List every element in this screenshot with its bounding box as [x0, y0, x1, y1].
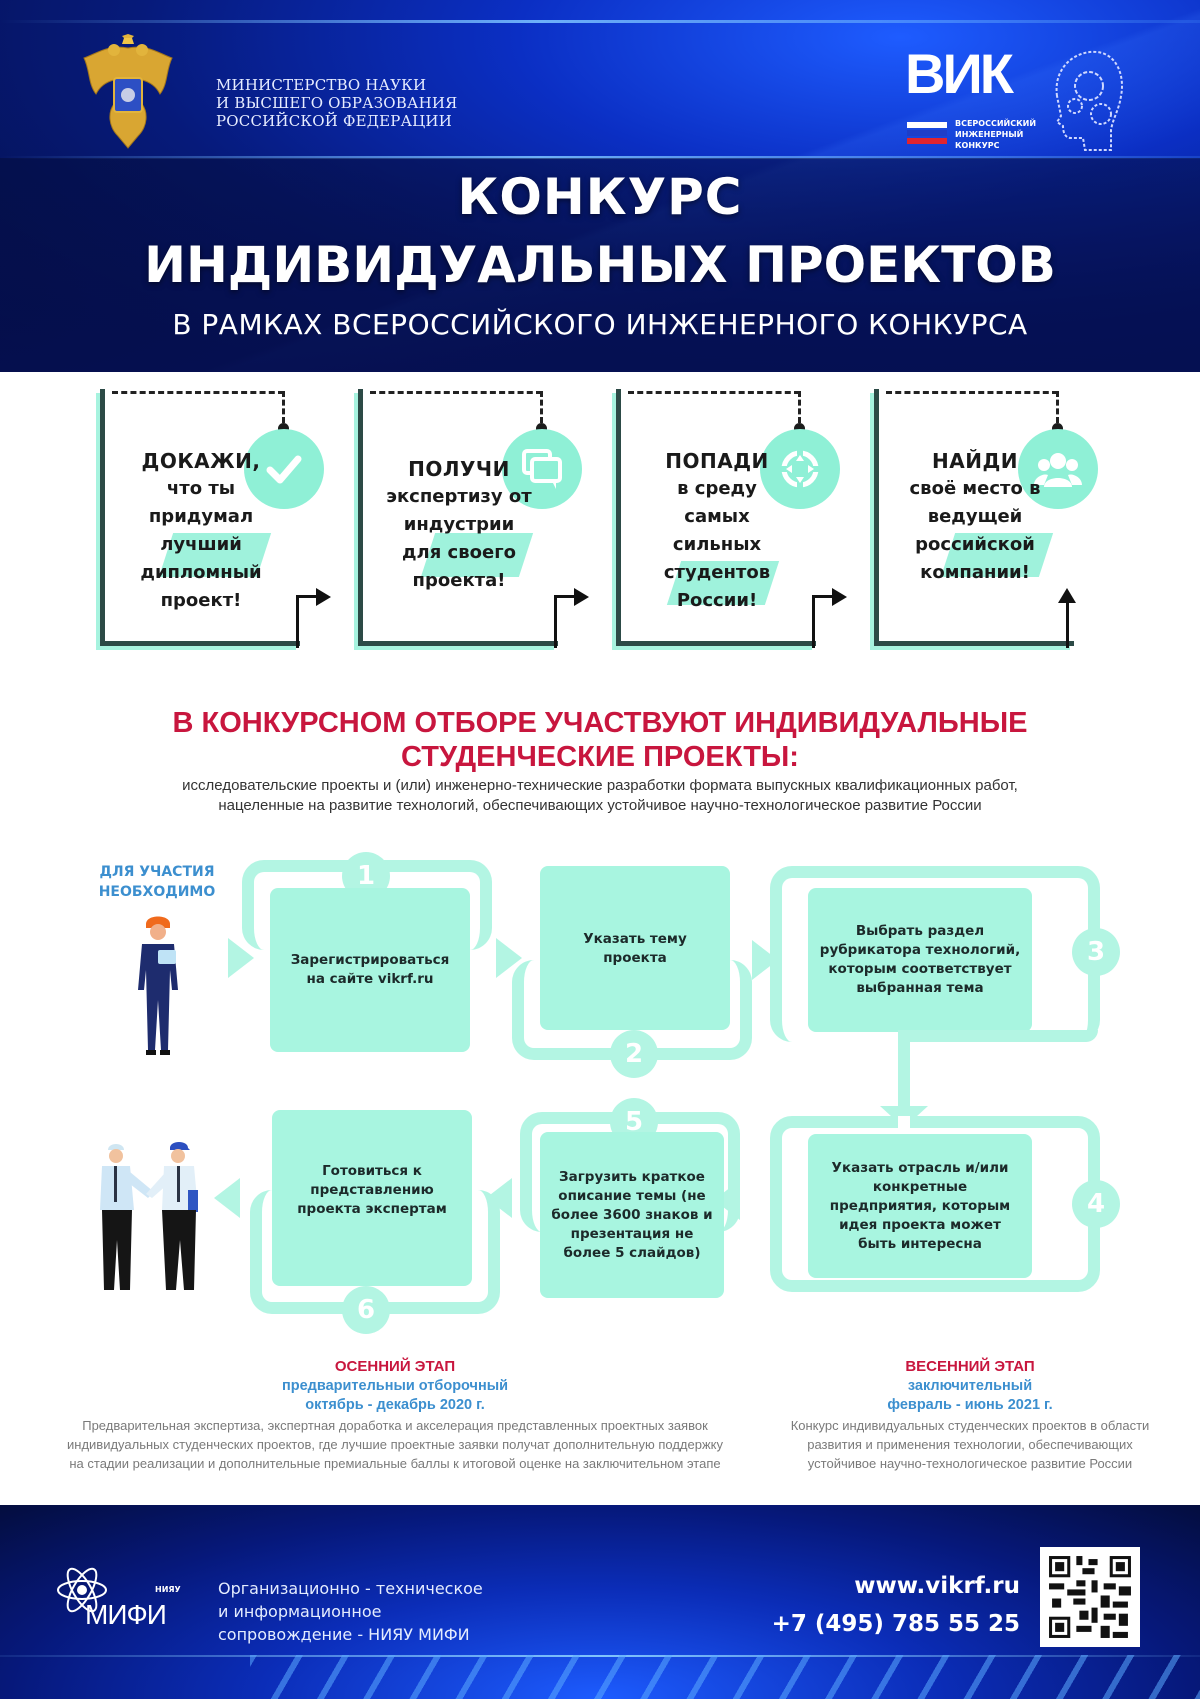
vik-subtitle: ВСЕРОССИЙСКИЙ ИНЖЕНЕРНЫЙ КОНКУРС	[955, 119, 1037, 150]
step-number-6: 6	[342, 1286, 390, 1334]
step-1-box: Зарегистрироваться на сайте vikrf.ru	[270, 888, 470, 1052]
step-number-4: 4	[1072, 1180, 1120, 1228]
section-title: В КОНКУРСНОМ ОТБОРЕ УЧАСТВУЮТ ИНДИВИДУАЛ…	[172, 707, 1028, 773]
step-number-3: 3	[1072, 928, 1120, 976]
arrow-up-icon	[1058, 588, 1076, 603]
gear-head-icon	[1055, 50, 1123, 151]
header-banner: МИНИСТЕРСТВО НАУКИ И ВЫСШЕГО ОБРАЗОВАНИЯ…	[0, 0, 1200, 372]
qr-code-icon[interactable]	[1040, 1547, 1140, 1647]
ministry-name: МИНИСТЕРСТВО НАУКИ И ВЫСШЕГО ОБРАЗОВАНИЯ…	[216, 76, 458, 130]
arrow-right-icon	[574, 588, 589, 606]
website-link[interactable]: www.vikrf.ru	[854, 1573, 1020, 1599]
step-3-box: Выбрать раздел рубрикатора технологий, к…	[808, 888, 1032, 1032]
engineer-illustration-icon	[138, 916, 178, 1055]
russian-flag-icon	[907, 122, 947, 146]
section-description: исследовательские проекты и (или) инжене…	[182, 777, 1018, 814]
target-icon	[760, 429, 840, 509]
step-2-box: Указать тему проекта	[540, 866, 730, 1030]
step-4-box: Указать отрасль и/или конкретные предпри…	[808, 1134, 1032, 1278]
atom-icon	[57, 1567, 107, 1613]
handshake-illustration-icon	[100, 1142, 198, 1290]
page-title-line1: КОНКУРС	[457, 168, 743, 226]
page-title-line2: ИНДИВИДУАЛЬНЫХ ПРОЕКТОВ	[144, 236, 1056, 294]
step-number-2: 2	[610, 1030, 658, 1078]
step-6-box: Готовиться к представлению проекта экспе…	[272, 1110, 472, 1286]
autumn-stage: ОСЕННИЙ ЭТАП предварительныи отборочный …	[67, 1358, 723, 1471]
page-subtitle: В РАМКАХ ВСЕРОССИЙСКОГО ИНЖЕНЕРНОГО КОНК…	[172, 308, 1028, 341]
benefit-text: НАЙДИ своё место в ведущей российской ко…	[909, 449, 1041, 583]
participation-label: ДЛЯ УЧАСТИЯ НЕОБХОДИМО	[98, 864, 216, 900]
arrow-right-icon	[832, 588, 847, 606]
benefit-text: ПОПАДИ в среду самых сильных студентов Р…	[663, 449, 771, 611]
vik-logo: ВИК ВСЕРОССИЙСКИЙ ИНЖЕНЕРНЫЙ КОНКУРС	[905, 46, 1135, 156]
group-icon	[1018, 429, 1098, 509]
benefit-card-get: ПОЛУЧИ экспертизу от индустрии для своег…	[354, 385, 594, 650]
vik-wordmark: ВИК	[905, 42, 1014, 105]
footer: НИЯУ МИФИ Организационно - техническое и…	[0, 1505, 1200, 1699]
spring-stage: ВЕСЕННИЙ ЭТАП заключительный февраль - и…	[790, 1358, 1150, 1471]
glow-line	[0, 20, 1200, 23]
mephi-logo: НИЯУ МИФИ	[55, 1565, 190, 1635]
benefit-text: ДОКАЖИ, что ты придумал лучший дипломный…	[140, 449, 262, 611]
benefit-card-prove: ДОКАЖИ, что ты придумал лучший дипломный…	[96, 385, 336, 650]
support-text: Организационно - техническое и информаци…	[218, 1579, 483, 1644]
chat-icon	[502, 429, 582, 509]
glow-line	[0, 156, 1200, 159]
step-5-box: Загрузить краткое описание темы (не боле…	[540, 1132, 724, 1298]
benefit-card-find: НАЙДИ своё место в ведущей российской ко…	[870, 385, 1110, 650]
coat-of-arms-icon	[83, 34, 173, 149]
flow-arrow-left-icon	[214, 1178, 240, 1218]
phone-number[interactable]: +7 (495) 785 55 25	[771, 1611, 1020, 1637]
benefit-card-join: ПОПАДИ в среду самых сильных студентов Р…	[612, 385, 852, 650]
benefit-text: ПОЛУЧИ экспертизу от индустрии для своег…	[386, 457, 532, 591]
arrow-right-icon	[316, 588, 331, 606]
check-icon	[244, 429, 324, 509]
